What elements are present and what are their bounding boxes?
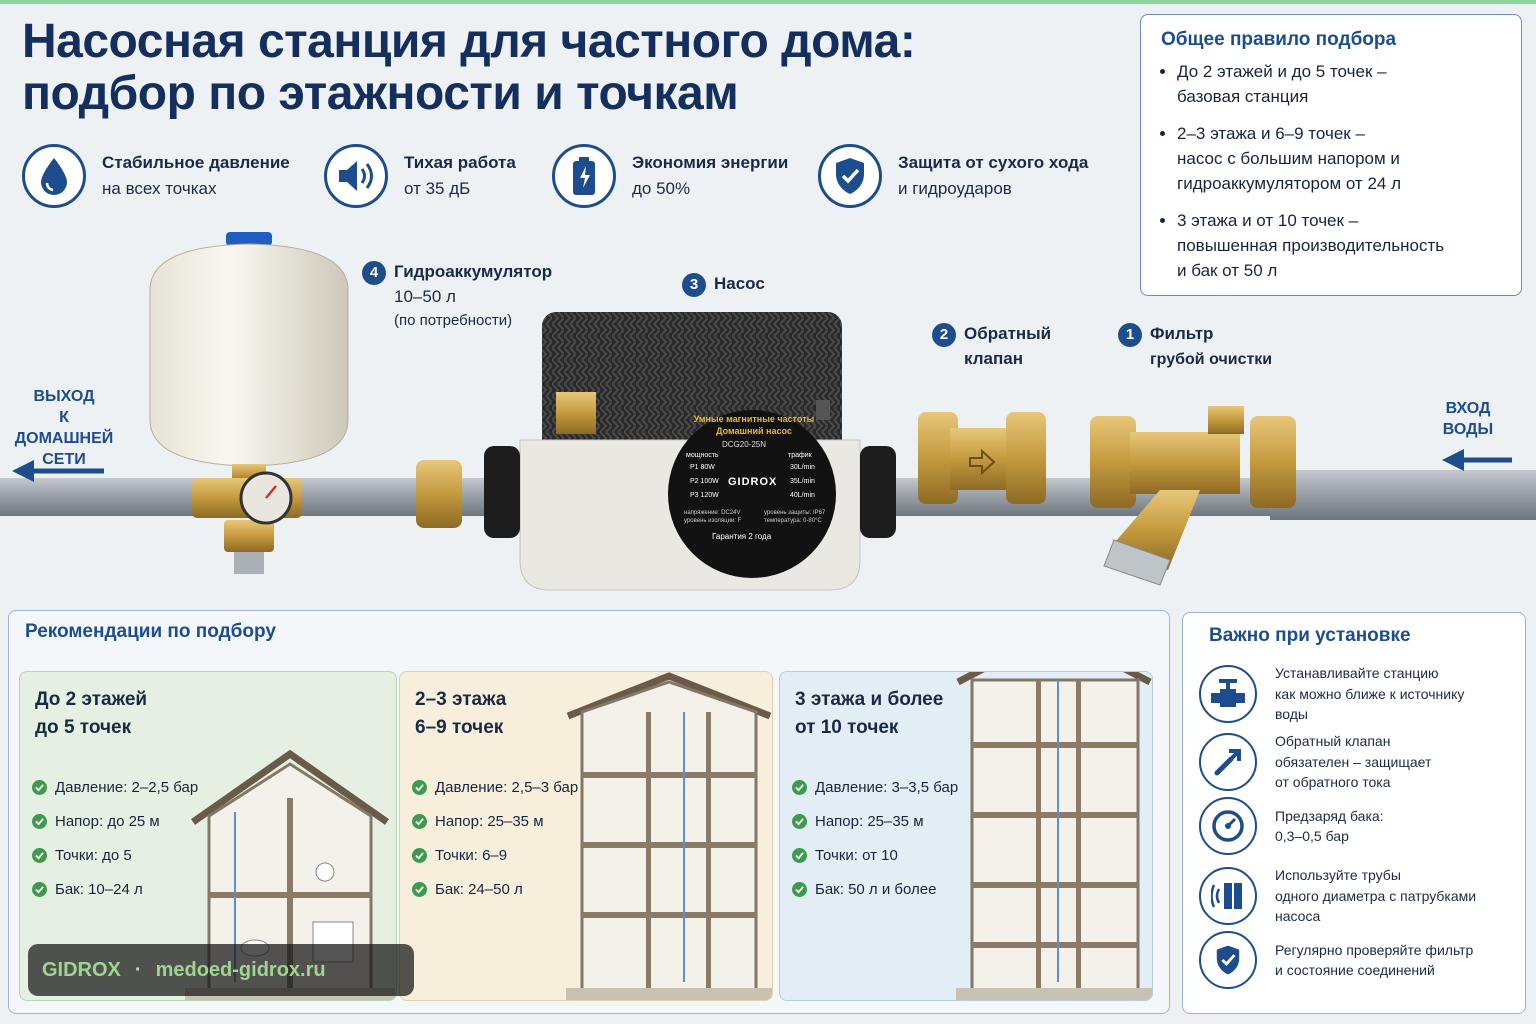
installation-tips-title: Важно при установке [1209, 625, 1411, 646]
check-icon [792, 881, 807, 897]
shield-check-icon [1199, 931, 1257, 989]
spec-item: Точки: до 5 [32, 838, 198, 872]
rule-item: 2–3 этажа и 6–9 точек –насос с большим н… [1177, 121, 1501, 196]
pump-station-illustration [0, 232, 1536, 591]
pump-power: P2 100W [690, 478, 719, 485]
check-icon [32, 881, 47, 897]
pipe-icon [1199, 866, 1257, 925]
circulation-pump [484, 312, 896, 591]
check-icon [792, 813, 807, 829]
check-icon [32, 779, 47, 795]
house-3-floors-illustration [566, 672, 772, 1000]
outlet-arrow-icon [12, 460, 104, 482]
pump-info: напряжение: DC24V [684, 510, 741, 516]
y-strainer-filter [1090, 406, 1296, 586]
pump-arc-text: Умные магнитные частоты [693, 414, 815, 424]
shield-check-icon [818, 144, 882, 208]
pump-info: температура: 0-80°C [764, 518, 822, 524]
general-rule-title: Общее правило подбора [1161, 29, 1397, 50]
spec-item: Бак: 50 л и более [792, 872, 958, 906]
spec-item: Давление: 2,5–3 бар [412, 770, 578, 804]
pump-face: Умные магнитные частоты Домашний насос D… [668, 410, 836, 578]
check-icon [792, 779, 807, 795]
gauge-icon [1199, 797, 1257, 855]
spec-item: Бак: 24–50 л [412, 872, 578, 906]
union-fitting [416, 460, 462, 528]
speaker-icon [324, 144, 388, 208]
hydro-accumulator-tank [149, 232, 349, 574]
inlet-arrow-icon [1442, 449, 1512, 471]
house-multi-floor-illustration [956, 672, 1152, 1000]
check-icon [412, 813, 427, 829]
spec-item: Напор: 25–35 м [792, 804, 958, 838]
pump-power: P3 120W [690, 492, 719, 499]
check-valve [918, 412, 1046, 504]
spec-item: Бак: 10–24 л [32, 872, 198, 906]
check-icon [412, 847, 427, 863]
spec-item: Давление: 3–3,5 бар [792, 770, 958, 804]
check-icon [412, 779, 427, 795]
rule-item: До 2 этажей и до 5 точек –базовая станци… [1177, 59, 1501, 109]
pump-warranty: Гарантия 2 года [712, 532, 772, 541]
watermark-site-link[interactable]: medoed-gidrox.ru [155, 958, 326, 981]
pump-flow: 40L/min [790, 492, 815, 499]
valve-icon [1199, 664, 1257, 723]
general-rule-box: Общее правило подбора До 2 этажей и до 5… [1140, 14, 1522, 296]
tip-item: Предзаряд бака:0,3–0,5 бар [1199, 797, 1519, 855]
check-icon [32, 847, 47, 863]
pump-power: P1 80W [690, 464, 715, 471]
pump-model: DCG20-25N [722, 440, 767, 449]
check-icon [412, 881, 427, 897]
rule-item: 3 этажа и от 10 точек –повышенная произв… [1177, 208, 1501, 283]
pump-power-label: мощность [686, 452, 719, 459]
pump-traffic-label: трафик [788, 452, 812, 459]
check-icon [32, 813, 47, 829]
check-icon [792, 847, 807, 863]
wrench-icon [1199, 732, 1257, 791]
pump-flow: 30L/min [790, 464, 815, 471]
spec-item: Точки: 6–9 [412, 838, 578, 872]
top-accent-line [0, 0, 1536, 4]
page-title: Насосная станция для частного дома: подб… [22, 15, 916, 120]
pump-brand: GIDROX [728, 476, 778, 488]
pump-arc-text-2: Домашний насос [716, 426, 792, 436]
spec-item: Давление: 2–2,5 бар [32, 770, 198, 804]
pump-info: уровень изоляции: F [684, 518, 742, 524]
water-drop-icon [22, 144, 86, 208]
recommendations-title: Рекомендации по подбору [25, 621, 276, 642]
pump-info: уровень защиты: IP67 [764, 510, 826, 516]
installation-tips-panel: Важно при установке Устанавливайте станц… [1182, 612, 1526, 1014]
spec-item: Напор: 25–35 м [412, 804, 578, 838]
spec-item: Напор: до 25 м [32, 804, 198, 838]
watermark-banner: GIDROX · medoed-gidrox.ru [28, 944, 414, 996]
spec-item: Точки: от 10 [792, 838, 958, 872]
pump-flow: 35L/min [790, 478, 815, 485]
battery-icon [552, 144, 616, 208]
